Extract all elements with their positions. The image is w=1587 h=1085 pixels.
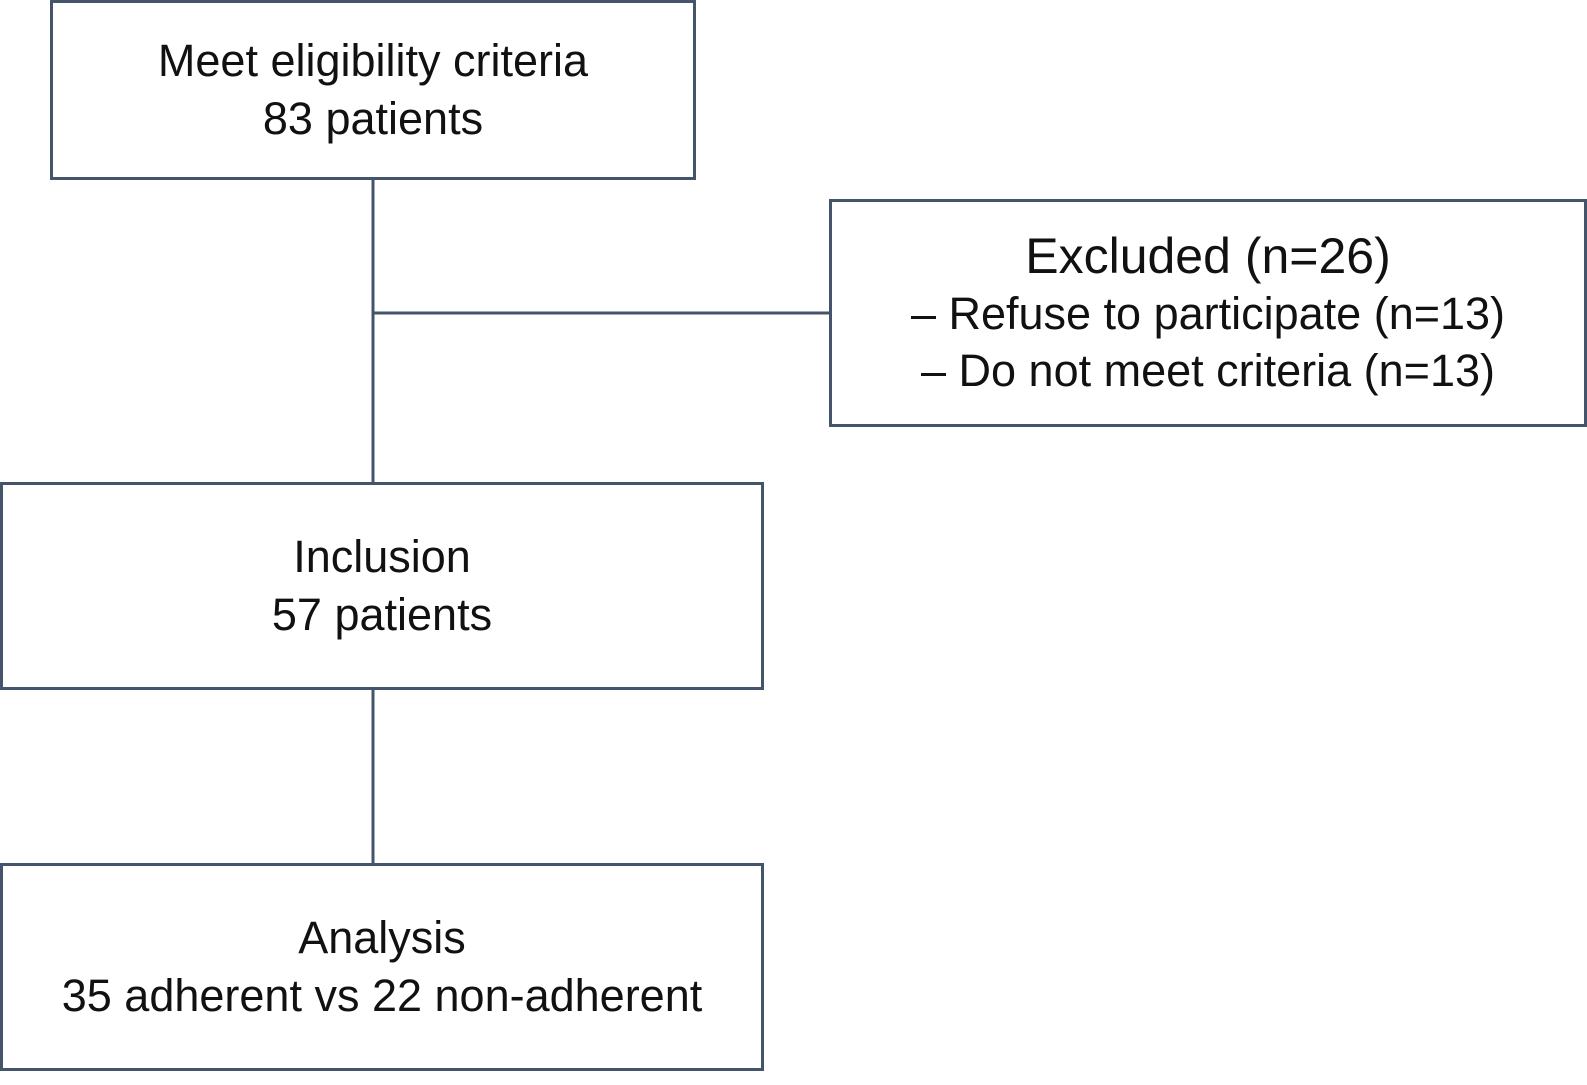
inclusion-count: 57 patients — [271, 589, 493, 640]
analysis-box: Analysis 35 adherent vs 22 non-adherent — [0, 863, 764, 1071]
excluded-reason-refuse: – Refuse to participate (n=13) — [910, 287, 1506, 339]
analysis-title: Analysis — [298, 912, 466, 963]
eligibility-count: 83 patients — [262, 93, 484, 144]
excluded-title: Excluded (n=26) — [1025, 227, 1391, 284]
eligibility-box: Meet eligibility criteria 83 patients — [50, 0, 696, 180]
eligibility-title: Meet eligibility criteria — [157, 35, 589, 86]
inclusion-title: Inclusion — [293, 531, 471, 582]
excluded-box: Excluded (n=26) – Refuse to participate … — [829, 199, 1587, 427]
analysis-detail: 35 adherent vs 22 non-adherent — [61, 970, 703, 1021]
excluded-reason-criteria: – Do not meet criteria (n=13) — [920, 344, 1495, 396]
inclusion-box: Inclusion 57 patients — [0, 482, 764, 690]
